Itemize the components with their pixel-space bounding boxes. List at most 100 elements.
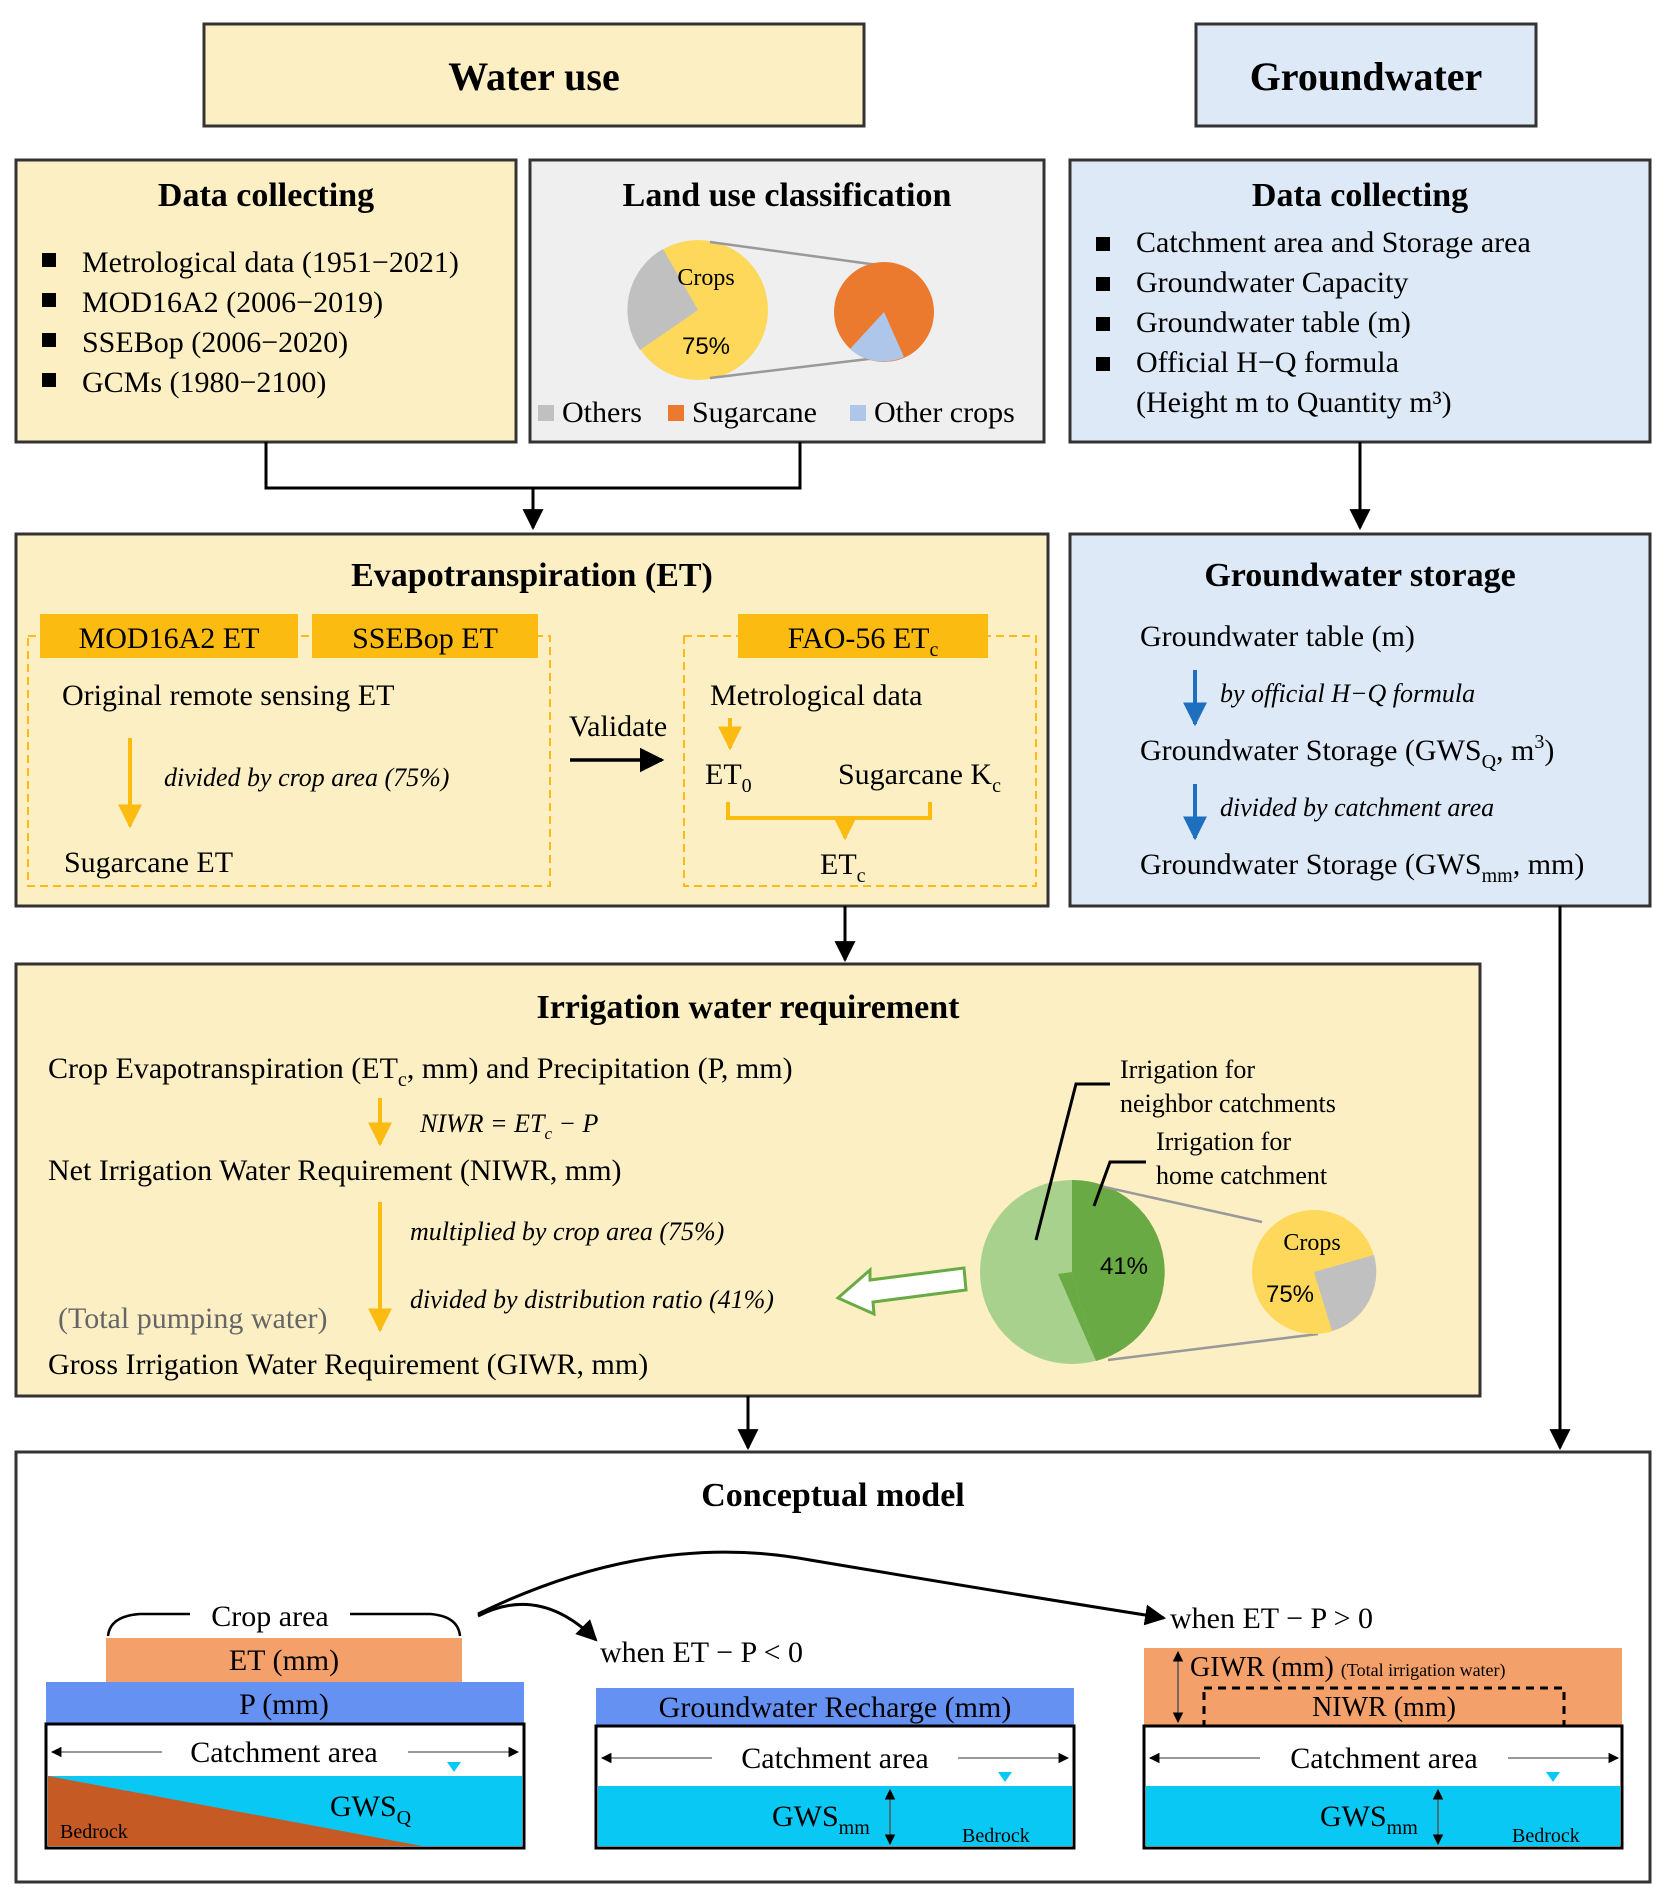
right-item-note: (Height m to Quantity m³) — [1136, 386, 1452, 419]
bullet-icon — [42, 293, 56, 307]
water-level-icon — [998, 1772, 1012, 1782]
land-use-title: Land use classification — [623, 177, 952, 214]
et-title: Evapotranspiration (ET) — [351, 557, 713, 594]
bedrock-layer-1 — [48, 1776, 422, 1846]
niwr-text: Net Irrigation Water Requirement (NIWR, … — [48, 1154, 622, 1187]
other-crops-slice — [850, 312, 904, 362]
giwr-text: Gross Irrigation Water Requirement (GIWR… — [48, 1348, 648, 1381]
multiplied-text: multiplied by crop area (75%) — [410, 1217, 724, 1246]
bedrock-label-2: Bedrock — [962, 1825, 1030, 1847]
right-item-1: Catchment area and Storage area — [1136, 226, 1531, 259]
data-collecting-left-title: Data collecting — [158, 177, 374, 214]
legend-swatch-others — [538, 405, 554, 421]
neighbor-leader-line — [1034, 1082, 1110, 1241]
home-label-1: Irrigation for — [1156, 1127, 1291, 1156]
water-use-title: Water use — [448, 54, 619, 99]
bullet-icon — [1096, 357, 1110, 371]
left-item-2: MOD16A2 (2006−2019) — [82, 286, 383, 319]
bullet-icon — [1096, 277, 1110, 291]
land-use-pie-chart: Crops 75% — [627, 240, 934, 380]
left-item-4: GCMs (1980−2100) — [82, 366, 326, 399]
mod16a2-tag — [40, 614, 298, 658]
met-data-text: Metrological data — [710, 679, 922, 712]
crops-small-pct: 75% — [1266, 1281, 1314, 1308]
connector-data-to-et — [264, 442, 802, 490]
data-collecting-right-box — [1068, 158, 1652, 444]
water-use-header — [202, 22, 866, 128]
gwsq-label: GWSQ — [330, 1790, 412, 1829]
bullet-icon — [42, 373, 56, 387]
pie-crops-pct: 75% — [682, 333, 730, 360]
divided-ratio-text: divided by distribution ratio (41%) — [410, 1285, 774, 1314]
gws-q-text: Groundwater Storage (GWSQ, m3) — [1140, 731, 1554, 773]
crop-et-text: Crop Evapotranspiration (ETc, mm) and Pr… — [48, 1052, 793, 1091]
niwr-formula: NIWR = ETc − P — [419, 1109, 599, 1143]
arrow-to-irrigation-case — [477, 1550, 1167, 1626]
ssebop-tag-label: SSEBop ET — [352, 622, 498, 655]
distribution-pie-chart: 41% Crops 75% — [980, 1179, 1377, 1364]
crop-area-brace — [106, 1612, 462, 1637]
kc-text: Sugarcane Kc — [838, 758, 1001, 797]
bullet-icon — [1096, 237, 1110, 251]
recharge-label: Groundwater Recharge (mm) — [659, 1691, 1012, 1724]
et0-kc-join — [726, 802, 932, 820]
catchment-label-1: Catchment area — [190, 1736, 377, 1769]
ssebop-tag — [312, 614, 538, 658]
gw-storage-title: Groundwater storage — [1204, 557, 1515, 594]
legend-other-crops: Other crops — [874, 396, 1015, 429]
arrow-to-recharge — [477, 1602, 598, 1642]
data-collecting-right-title: Data collecting — [1252, 177, 1468, 214]
gw-storage-box — [1068, 532, 1652, 908]
crops-small-label: Crops — [1283, 1230, 1340, 1256]
pie-connector — [1107, 1332, 1319, 1362]
bedrock-label-3: Bedrock — [1512, 1825, 1580, 1847]
water-layer-2 — [598, 1786, 1072, 1846]
pie-crops-label: Crops — [677, 265, 734, 291]
pie-connector — [709, 355, 886, 380]
right-item-4: Official H−Q formula — [1136, 346, 1399, 379]
others-small-slice — [1314, 1255, 1377, 1331]
recharge-bar — [596, 1688, 1074, 1726]
fao56-tag — [738, 614, 988, 658]
home-slice — [1072, 1179, 1165, 1361]
p-bar-label: P (mm) — [239, 1688, 329, 1721]
data-collecting-left-list: Metrological data (1951−2021) MOD16A2 (2… — [42, 246, 459, 399]
irrigation-box — [14, 962, 1482, 1398]
home-label-2: home catchment — [1156, 1161, 1328, 1190]
divided-crop-area-text: divided by crop area (75%) — [164, 763, 449, 792]
bullet-icon — [1096, 317, 1110, 331]
catchment-label-2: Catchment area — [741, 1742, 928, 1775]
niwr-label: NIWR (mm) — [1312, 1692, 1456, 1723]
land-use-legend: Others Sugarcane Other crops — [538, 396, 1015, 429]
bullet-icon — [42, 253, 56, 267]
catchment-label-3: Catchment area — [1290, 1742, 1477, 1775]
legend-swatch-sugarcane — [668, 405, 684, 421]
pie-41-pct: 41% — [1100, 1253, 1148, 1280]
et-box — [14, 532, 1050, 908]
water-level-icon — [1546, 1772, 1560, 1782]
data-collecting-right-list: Catchment area and Storage area Groundwa… — [1096, 226, 1531, 419]
original-et-text: Original remote sensing ET — [62, 679, 394, 712]
gw-table-text: Groundwater table (m) — [1140, 620, 1415, 653]
groundwater-header — [1194, 22, 1538, 128]
p-bar — [46, 1682, 524, 1724]
right-item-3: Groundwater table (m) — [1136, 306, 1411, 339]
et-bar — [106, 1638, 462, 1682]
giwr-label: GIWR (mm) (Total irrigation water) — [1190, 1652, 1506, 1683]
when-gt-label: when ET − P > 0 — [1170, 1602, 1373, 1635]
right-item-2: Groundwater Capacity — [1136, 266, 1408, 299]
total-pumping-text: (Total pumping water) — [58, 1302, 328, 1335]
et-bar-label: ET (mm) — [229, 1644, 339, 1677]
home-leader-line — [1092, 1160, 1146, 1207]
hollow-green-arrow — [835, 1266, 968, 1317]
neighbor-label-2: neighbor catchments — [1120, 1089, 1336, 1118]
legend-others: Others — [562, 396, 642, 429]
irrigation-title: Irrigation water requirement — [536, 989, 960, 1026]
sugarcane-et-text: Sugarcane ET — [64, 846, 233, 879]
crop-area-label: Crop area — [211, 1600, 328, 1633]
others-slice — [627, 249, 698, 350]
bullet-icon — [42, 333, 56, 347]
water-level-icon — [447, 1762, 461, 1772]
left-item-3: SSEBop (2006−2020) — [82, 326, 348, 359]
